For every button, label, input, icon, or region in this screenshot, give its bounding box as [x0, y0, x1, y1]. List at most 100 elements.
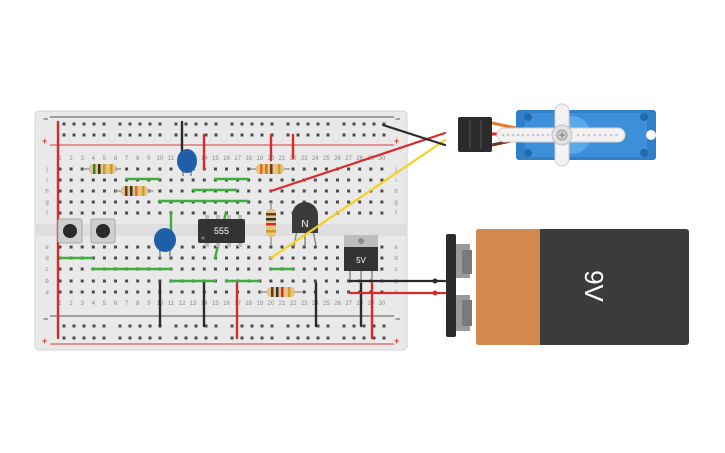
terminal-hole[interactable] [169, 167, 173, 171]
terminal-hole[interactable] [347, 200, 351, 204]
terminal-hole[interactable] [114, 211, 117, 215]
rail-hole[interactable] [118, 133, 122, 137]
rail-hole[interactable] [362, 133, 366, 137]
terminal-hole[interactable] [147, 279, 151, 283]
terminal-hole[interactable] [158, 178, 162, 182]
terminal-hole[interactable] [358, 178, 362, 182]
rail-hole[interactable] [204, 324, 208, 328]
rail-hole[interactable] [326, 122, 330, 126]
rail-hole[interactable] [148, 336, 152, 340]
terminal-hole[interactable] [114, 279, 117, 283]
rail-hole[interactable] [230, 324, 234, 328]
rail-hole[interactable] [296, 133, 300, 137]
terminal-hole[interactable] [313, 245, 317, 249]
rail-hole[interactable] [230, 336, 234, 340]
terminal-hole[interactable] [302, 290, 306, 294]
rail-hole[interactable] [62, 133, 66, 137]
rail-hole[interactable] [174, 324, 178, 328]
terminal-hole[interactable] [69, 189, 73, 193]
terminal-hole[interactable] [80, 290, 84, 294]
terminal-hole[interactable] [225, 256, 228, 260]
terminal-hole[interactable] [102, 279, 106, 283]
rail-hole[interactable] [72, 336, 76, 340]
terminal-hole[interactable] [125, 279, 129, 283]
terminal-hole[interactable] [369, 167, 373, 171]
terminal-hole[interactable] [247, 211, 251, 215]
resistor-1[interactable] [83, 164, 121, 174]
rail-hole[interactable] [102, 336, 106, 340]
terminal-hole[interactable] [347, 178, 351, 182]
rail-hole[interactable] [372, 133, 376, 137]
terminal-hole[interactable] [58, 189, 62, 193]
rail-hole[interactable] [382, 336, 386, 340]
terminal-hole[interactable] [324, 178, 328, 182]
terminal-hole[interactable] [358, 189, 362, 193]
rail-hole[interactable] [382, 133, 386, 137]
terminal-hole[interactable] [147, 256, 151, 260]
rail-hole[interactable] [260, 324, 264, 328]
terminal-hole[interactable] [336, 189, 339, 193]
terminal-hole[interactable] [125, 167, 129, 171]
terminal-hole[interactable] [336, 290, 339, 294]
rail-hole[interactable] [204, 336, 208, 340]
terminal-hole[interactable] [102, 245, 106, 249]
terminal-hole[interactable] [347, 290, 351, 294]
rail-hole[interactable] [92, 324, 96, 328]
terminal-hole[interactable] [125, 290, 129, 294]
terminal-hole[interactable] [180, 290, 184, 294]
rail-hole[interactable] [128, 122, 132, 126]
terminal-hole[interactable] [336, 200, 339, 204]
rail-hole[interactable] [250, 133, 254, 137]
terminal-hole[interactable] [324, 279, 328, 283]
terminal-hole[interactable] [69, 167, 73, 171]
rail-hole[interactable] [286, 336, 290, 340]
rail-hole[interactable] [82, 122, 86, 126]
rail-hole[interactable] [250, 122, 254, 126]
rail-hole[interactable] [214, 122, 218, 126]
rail-hole[interactable] [230, 122, 234, 126]
rail-hole[interactable] [138, 324, 142, 328]
servo-motor[interactable] [458, 103, 656, 167]
terminal-hole[interactable] [213, 211, 217, 215]
terminal-hole[interactable] [336, 256, 339, 260]
rail-hole[interactable] [214, 133, 218, 137]
terminal-hole[interactable] [291, 189, 295, 193]
transistor[interactable]: N [292, 202, 318, 247]
rail-hole[interactable] [362, 324, 366, 328]
resistor-5[interactable] [260, 287, 302, 297]
rail-hole[interactable] [138, 336, 142, 340]
terminal-hole[interactable] [247, 167, 251, 171]
terminal-hole[interactable] [369, 178, 373, 182]
terminal-hole[interactable] [380, 200, 384, 204]
rail-hole[interactable] [72, 122, 76, 126]
terminal-hole[interactable] [202, 256, 206, 260]
rail-hole[interactable] [240, 133, 244, 137]
terminal-hole[interactable] [313, 167, 317, 171]
terminal-hole[interactable] [69, 245, 73, 249]
terminal-hole[interactable] [125, 256, 129, 260]
rail-hole[interactable] [362, 122, 366, 126]
terminal-hole[interactable] [236, 267, 240, 271]
terminal-hole[interactable] [158, 211, 162, 215]
rail-hole[interactable] [316, 122, 320, 126]
terminal-hole[interactable] [302, 245, 306, 249]
terminal-hole[interactable] [91, 290, 95, 294]
terminal-hole[interactable] [91, 245, 95, 249]
terminal-hole[interactable] [302, 167, 306, 171]
terminal-hole[interactable] [202, 267, 206, 271]
terminal-hole[interactable] [147, 245, 151, 249]
resistor-3[interactable] [250, 164, 290, 174]
terminal-hole[interactable] [302, 200, 306, 204]
push-button-1[interactable] [57, 218, 83, 244]
terminal-hole[interactable] [347, 279, 351, 283]
terminal-hole[interactable] [158, 189, 162, 193]
terminal-hole[interactable] [280, 245, 284, 249]
terminal-hole[interactable] [291, 200, 295, 204]
rail-hole[interactable] [342, 122, 346, 126]
rail-hole[interactable] [128, 133, 132, 137]
rail-hole[interactable] [184, 122, 188, 126]
terminal-hole[interactable] [80, 167, 84, 171]
terminal-hole[interactable] [302, 279, 306, 283]
rail-hole[interactable] [352, 122, 356, 126]
terminal-hole[interactable] [258, 245, 262, 249]
